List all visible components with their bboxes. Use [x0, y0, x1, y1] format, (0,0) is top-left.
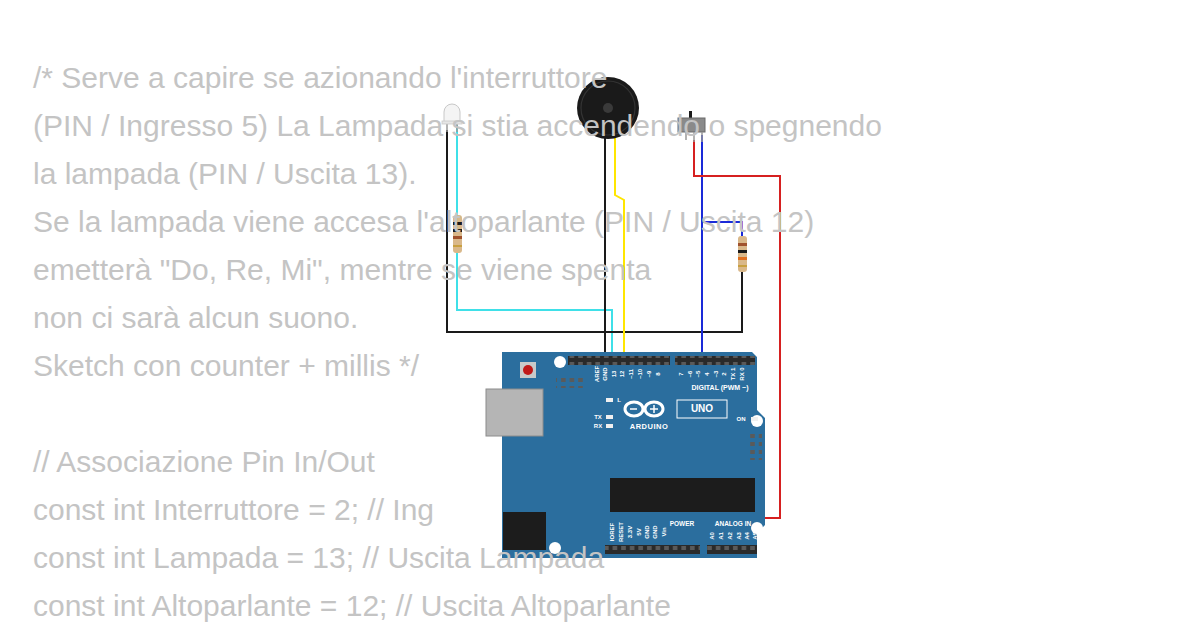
pin-label: 4: [704, 372, 710, 375]
pin-label: GND: [602, 367, 608, 380]
pin-label: 12: [619, 371, 625, 378]
code-line: // Associazione Pin In/Out: [33, 444, 375, 480]
pin-label: A4: [744, 532, 750, 540]
code-line: (PIN / Ingresso 5) La Lampada si stia ac…: [33, 108, 882, 144]
pin-label: ~11: [628, 369, 634, 379]
code-line: const int Altoparlante = 12; // Uscita A…: [33, 588, 671, 624]
code-line: emetterà "Do, Re, Mi", mentre se viene s…: [33, 252, 651, 288]
pin-label: ~9: [646, 371, 652, 378]
code-line: const int Interruttore = 2; // Ing: [33, 492, 434, 528]
yellow-wire: [615, 135, 624, 360]
code-line: /* Serve a capire se azionando l'interru…: [33, 60, 607, 96]
code-line: la lampada (PIN / Uscita 13).: [33, 156, 416, 192]
pin-label: 2: [721, 372, 727, 375]
arduino-board: [486, 352, 765, 558]
pin-label: A5: [752, 532, 758, 540]
led-label: ON: [737, 416, 746, 422]
code-line: const int Lampada = 13; // Uscita Lampad…: [33, 540, 604, 576]
pin-label: 3.3V: [627, 526, 633, 538]
pin-label: TX 1: [730, 368, 736, 381]
header-label: POWER: [670, 521, 695, 528]
pin-label: GND: [652, 525, 658, 538]
pin-label: ~10: [637, 369, 643, 379]
pin-label: A1: [718, 532, 724, 540]
pin-label: A2: [727, 532, 733, 540]
pin-label: Vin: [661, 527, 667, 536]
black-wire: [604, 135, 606, 360]
pin-label: 13: [611, 371, 617, 378]
header-label: DIGITAL (PWM ~): [691, 384, 748, 391]
led-label: TX: [594, 414, 602, 420]
pin-label: ~6: [687, 371, 693, 378]
led-label: L: [617, 397, 621, 403]
pin-label: GND: [644, 525, 650, 538]
pin-label: ~5: [695, 371, 701, 378]
led-label: RX: [594, 423, 602, 429]
pin-label: 8: [655, 372, 661, 375]
pin-label: A0: [709, 532, 715, 540]
pin-label: AREF: [594, 366, 600, 382]
cyan-wire: [457, 125, 612, 360]
pin-label: A3: [736, 532, 742, 540]
board-model: UNO: [691, 404, 713, 414]
pin-label: RESET: [618, 522, 624, 542]
pin-label: ~3: [713, 371, 719, 378]
board-brand: ARDUINO: [630, 423, 669, 431]
pin-label: IOREF: [609, 523, 615, 541]
code-line: non ci sarà alcun suono.: [33, 300, 358, 336]
pin-label: 5V: [636, 528, 642, 535]
blue-wire: [701, 135, 703, 362]
pin-label: 7: [678, 372, 684, 375]
code-line: Se la lampada viene accesa l'altoparlant…: [33, 204, 814, 240]
pin-label: RX 0: [739, 367, 745, 380]
header-label: ANALOG IN: [715, 521, 751, 528]
wires: [447, 125, 780, 548]
resistor-symbol: [738, 236, 747, 272]
code-line: Sketch con counter + millis */: [33, 348, 419, 384]
